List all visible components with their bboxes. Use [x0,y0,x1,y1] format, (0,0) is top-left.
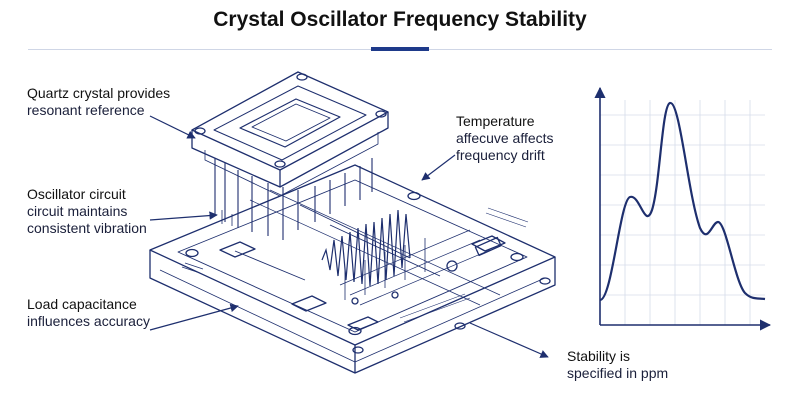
callout-oscillator-line1: Oscillator circuit [27,186,126,202]
page-title: Crystal Oscillator Frequency Stability [213,8,587,31]
callout-load-line2: influences accuracy [27,313,150,329]
callout-oscillator-line3: consistent vibration [27,220,147,236]
waveform-icon [321,209,411,287]
callout-load-line1: Load capacitance [27,296,137,312]
callout-load: Load capacitance influences accuracy [27,296,150,330]
frequency-curve-icon [594,86,772,331]
callout-oscillator-line2: circuit maintains [27,203,128,219]
callout-quartz: Quartz crystal provides resonant referen… [27,85,170,119]
arrow-icon [149,115,549,358]
callout-stability: Stability is specified in ppm [567,348,668,382]
title-accent-bar [371,47,429,51]
callout-stability-line2: specified in ppm [567,365,669,381]
callout-temperature-line1: Temperature [456,113,535,129]
callout-temperature-line3: frequency drift [456,147,545,163]
callout-stability-line1: Stability is [567,348,631,364]
callout-quartz-line1: Quartz crystal provides [27,85,171,101]
callout-temperature-line2: affecuve affects [456,130,554,146]
circuit-board-icon [149,164,556,374]
crystal-chip-icon [191,71,389,240]
callout-temperature: Temperature affecuve affects frequency d… [456,113,554,164]
callout-quartz-line2: resonant reference [27,102,145,118]
callout-oscillator: Oscillator circuit circuit maintains con… [27,186,147,237]
